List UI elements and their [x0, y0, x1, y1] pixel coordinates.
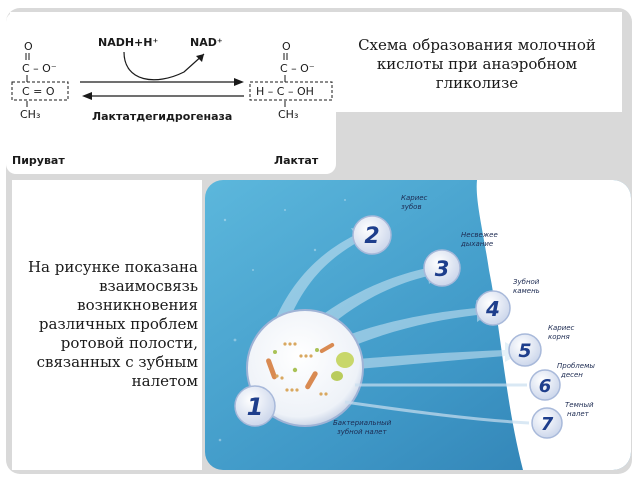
lactate-line2: C – O⁻ — [280, 62, 315, 75]
node-7-number: 7 — [541, 414, 554, 435]
node-1-number: 1 — [247, 393, 264, 421]
pyruvate-line4: CH₃ — [20, 108, 40, 121]
reaction-scheme: O C – O⁻ C = O CH₃ Пируват NADH+H⁺ NAD⁺ … — [6, 12, 336, 174]
node-6-label-line1: Проблемы — [557, 362, 595, 370]
background-speckles — [218, 199, 346, 442]
lactate-name: Лактат — [274, 154, 319, 167]
node-3-label-line1: Несвежее — [461, 231, 498, 239]
caption-panel — [12, 180, 202, 470]
minor-arrows — [344, 383, 530, 425]
node-6-circle — [529, 369, 561, 401]
cofactor-arrowhead — [196, 54, 204, 62]
node-5-circle — [508, 333, 542, 367]
node-7-label-line1: Темный — [565, 401, 594, 409]
forward-arrowhead — [234, 78, 244, 86]
pyruvate-line2: C – O⁻ — [22, 62, 57, 75]
node-5-label-line1: Кариес — [548, 324, 575, 332]
bacteria-illustration — [266, 342, 354, 396]
node-1-label-line2: зубной налет — [337, 428, 387, 436]
node-4-number: 4 — [485, 297, 500, 321]
lactate-line1: O — [282, 40, 291, 53]
reverse-arrowhead — [82, 92, 92, 100]
node-3-number: 3 — [435, 257, 450, 281]
node-7-label-line2: налет — [567, 410, 590, 418]
cofactor-in-label: NADH+H⁺ — [98, 36, 158, 49]
node-2-number: 2 — [364, 224, 379, 249]
node-4-circle — [475, 290, 511, 326]
cofactor-out-label: NAD⁺ — [190, 36, 223, 49]
lactate-line4: CH₃ — [278, 108, 298, 121]
node-3-label-line2: дыхание — [460, 240, 493, 248]
cofactor-curve-arrow — [123, 51, 205, 81]
node-5-number: 5 — [518, 340, 531, 362]
pyruvate-name: Пируват — [12, 154, 65, 167]
node-6-label-line2: десен — [560, 371, 583, 379]
node-1-circle — [234, 385, 276, 427]
node-6-number: 6 — [539, 376, 552, 397]
node-4-label-line1: Зубной — [513, 278, 540, 286]
schema-title: Схема образования молочной кислоты при а… — [358, 36, 596, 92]
lactate-highlight-box — [249, 81, 333, 101]
pyruvate-line1: O — [24, 40, 33, 53]
dental-plaque-diagram: 1 Бактериальный зубной налет 2 Кариес зу… — [205, 180, 631, 470]
node-7-circle — [531, 407, 563, 439]
white-label-region — [476, 180, 631, 470]
pyruvate-line3: C = O — [22, 85, 55, 98]
lactate-line3: H – C – OH — [256, 85, 314, 98]
pyruvate-highlight-box — [11, 81, 69, 101]
node-3-circle — [423, 249, 461, 287]
node-2-circle — [352, 215, 392, 255]
enzyme-label: Лактатдегидрогеназа — [92, 110, 232, 123]
plaque-circle — [246, 309, 364, 427]
node-2-label-line2: зубов — [401, 203, 422, 211]
node-1-label-line1: Бактериальный — [333, 419, 392, 427]
node-2-label-line1: Кариес — [401, 194, 428, 202]
node-5-label-line2: корня — [548, 333, 570, 341]
node-4-label-line2: камень — [513, 287, 540, 295]
figure-caption: На рисунке показана взаимосвязь возникно… — [27, 258, 198, 390]
